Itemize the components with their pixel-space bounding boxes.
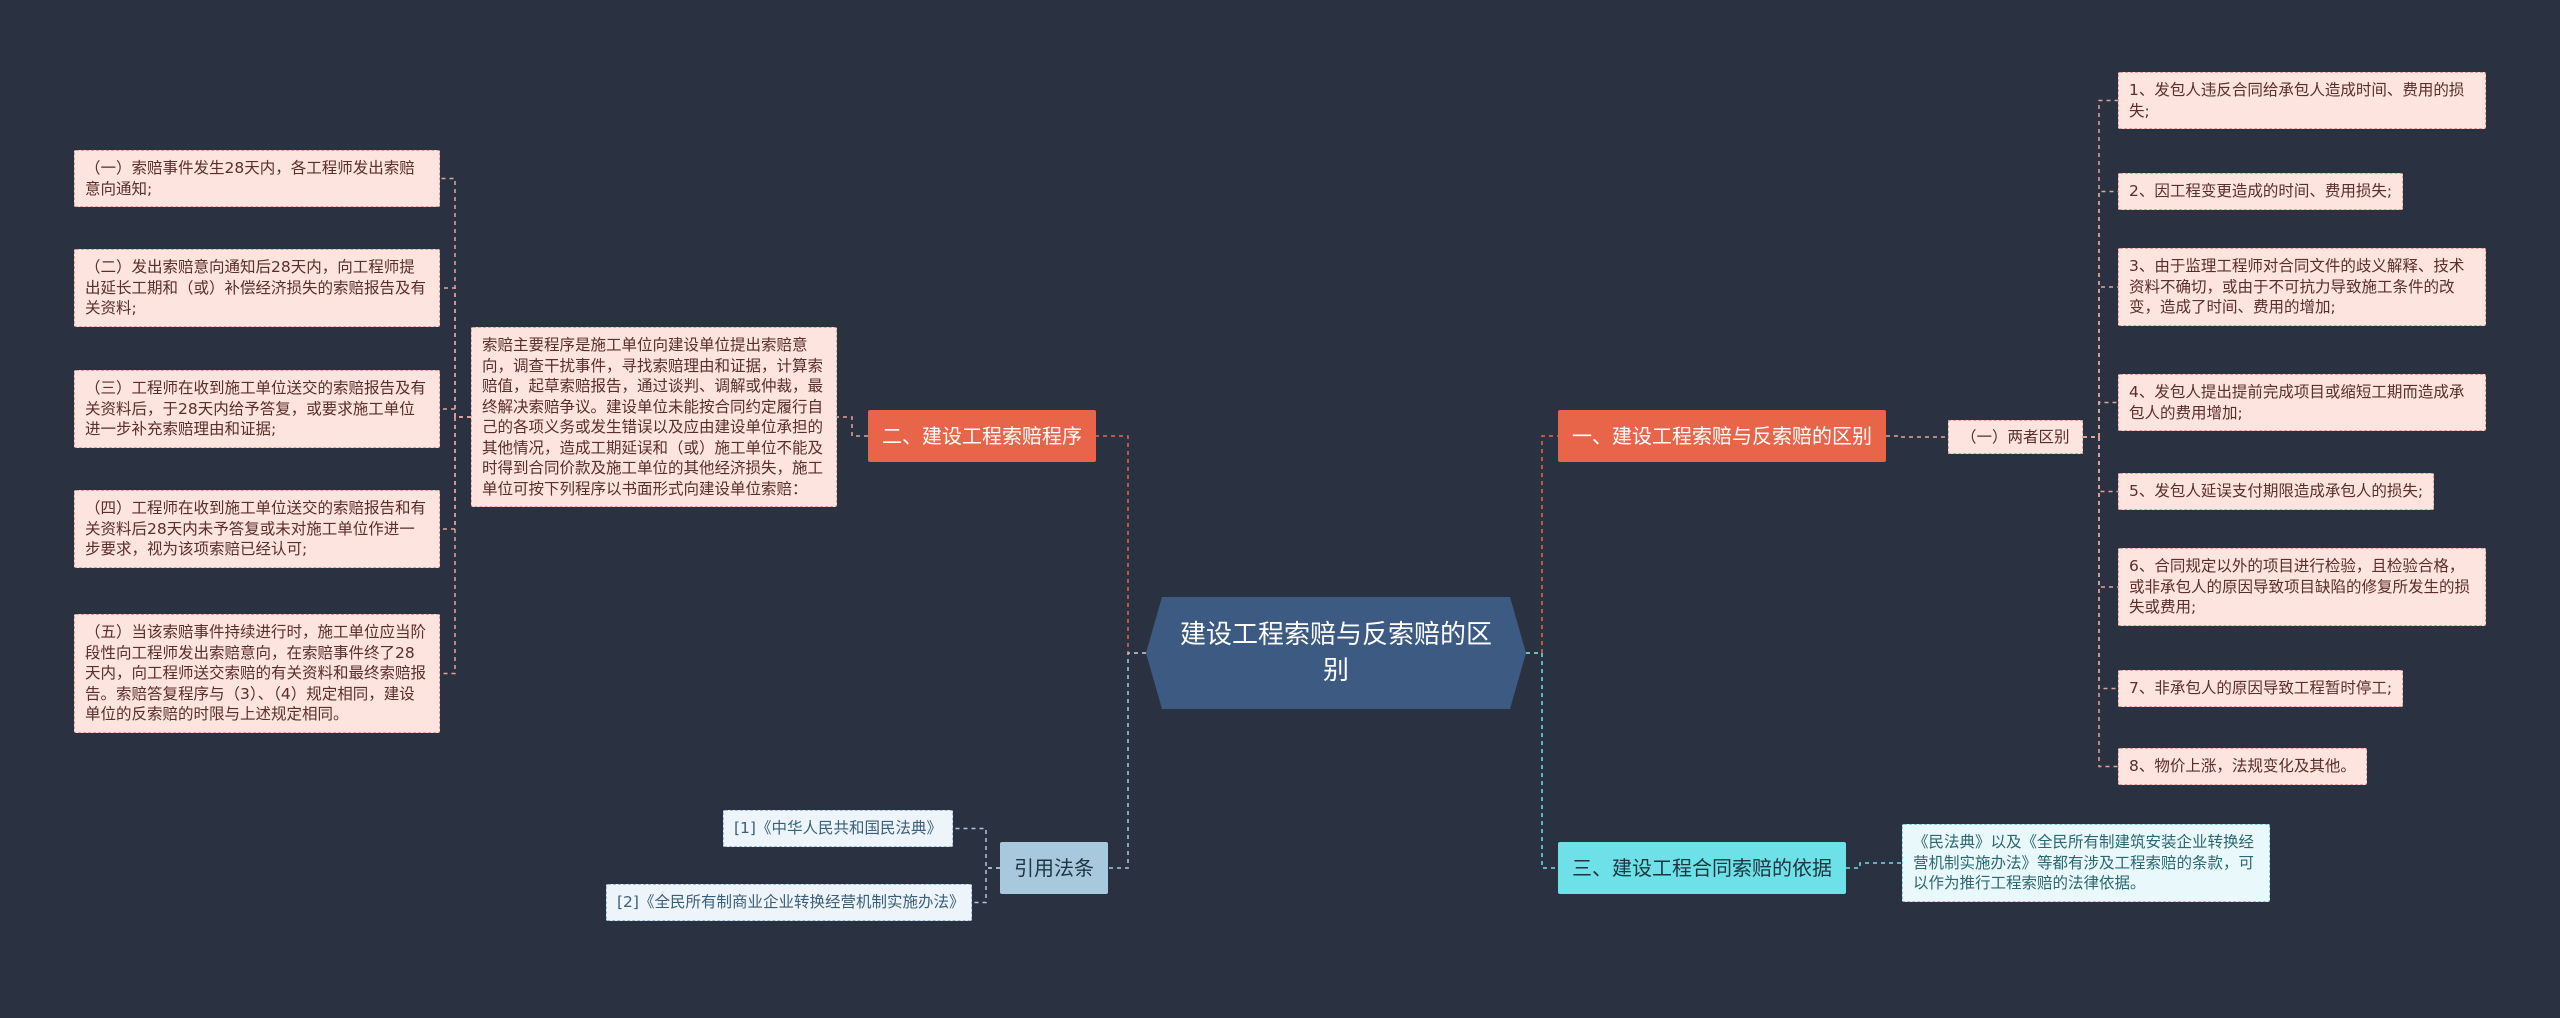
subtopic-label: （一）两者区别 bbox=[1961, 428, 2070, 446]
link-root-difference bbox=[1526, 435, 1558, 654]
root-topic[interactable]: 建设工程索赔与反索赔的区别 bbox=[1146, 597, 1526, 709]
branch-claim-basis[interactable]: 三、建设工程合同索赔的依据 bbox=[1558, 842, 1846, 894]
root-title: 建设工程索赔与反索赔的区别 bbox=[1179, 620, 1492, 686]
link-sub-item bbox=[2083, 436, 2118, 690]
link-citation-item bbox=[953, 827, 1000, 869]
link-sub-item bbox=[2083, 436, 2118, 588]
item-text: 4、发包人提出提前完成项目或缩短工期而造成承包人的费用增加; bbox=[2129, 383, 2465, 422]
link-summary-step bbox=[440, 416, 471, 675]
item-text: 1、发包人违反合同给承包人造成时间、费用的损失; bbox=[2129, 81, 2465, 120]
link-basis-text bbox=[1846, 862, 1902, 869]
branch-label: 引用法条 bbox=[1014, 856, 1094, 880]
item-text: 3、由于监理工程师对合同文件的歧义解释、技术资料不确切，或由于不可抗力导致施工条… bbox=[2129, 257, 2465, 316]
difference-subtopic[interactable]: （一）两者区别 bbox=[1948, 420, 2083, 454]
summary-text: 索赔主要程序是施工单位向建设单位提出索赔意向，调查干扰事件，寻找索赔理由和证据，… bbox=[482, 336, 824, 498]
difference-item-8[interactable]: 8、物价上涨，法规变化及其他。 bbox=[2118, 748, 2367, 785]
link-root-basis bbox=[1526, 652, 1558, 869]
link-sub-item bbox=[2083, 436, 2118, 493]
link-sub-item bbox=[2083, 436, 2118, 768]
procedure-step-5[interactable]: （五）当该索赔事件持续进行时，施工单位应当阶段性向工程师发出索赔意向，在索赔事件… bbox=[74, 614, 440, 733]
branch-citations[interactable]: 引用法条 bbox=[1000, 842, 1108, 894]
citation-1[interactable]: [1]《中华人民共和国民法典》 bbox=[723, 810, 953, 847]
step-text: （一）索赔事件发生28天内，各工程师发出索赔意向通知; bbox=[85, 159, 415, 198]
difference-item-2[interactable]: 2、因工程变更造成的时间、费用损失; bbox=[2118, 173, 2404, 210]
step-text: （三）工程师在收到施工单位送交的索赔报告及有关资料后，于28天内给予答复，或要求… bbox=[85, 379, 427, 438]
difference-item-5[interactable]: 5、发包人延误支付期限造成承包人的损失; bbox=[2118, 473, 2435, 510]
link-procedure-summary bbox=[837, 416, 868, 437]
procedure-summary[interactable]: 索赔主要程序是施工单位向建设单位提出索赔意向，调查干扰事件，寻找索赔理由和证据，… bbox=[471, 327, 837, 507]
difference-item-3[interactable]: 3、由于监理工程师对合同文件的歧义解释、技术资料不确切，或由于不可抗力导致施工条… bbox=[2118, 248, 2486, 326]
item-text: 6、合同规定以外的项目进行检验，且检验合格，或非承包人的原因导致项目缺陷的修复所… bbox=[2129, 557, 2471, 616]
link-sub-item bbox=[2083, 286, 2118, 438]
difference-item-7[interactable]: 7、非承包人的原因导致工程暂时停工; bbox=[2118, 670, 2404, 707]
branch-label: 一、建设工程索赔与反索赔的区别 bbox=[1572, 424, 1872, 448]
branch-label: 三、建设工程合同索赔的依据 bbox=[1572, 856, 1832, 880]
step-text: （二）发出索赔意向通知后28天内，向工程师提出延长工期和（或）补偿经济损失的索赔… bbox=[85, 258, 427, 317]
link-root-citations bbox=[1108, 652, 1146, 869]
link-summary-step bbox=[440, 287, 471, 418]
item-text: 2、因工程变更造成的时间、费用损失; bbox=[2129, 182, 2393, 200]
step-text: （五）当该索赔事件持续进行时，施工单位应当阶段性向工程师发出索赔意向，在索赔事件… bbox=[85, 623, 427, 723]
branch-claim-vs-counterclaim[interactable]: 一、建设工程索赔与反索赔的区别 bbox=[1558, 410, 1886, 462]
procedure-step-2[interactable]: （二）发出索赔意向通知后28天内，向工程师提出延长工期和（或）补偿经济损失的索赔… bbox=[74, 249, 440, 327]
link-root-procedure bbox=[1096, 435, 1146, 654]
link-summary-step bbox=[440, 408, 471, 418]
link-sub-item bbox=[2083, 401, 2118, 438]
procedure-step-4[interactable]: （四）工程师在收到施工单位送交的索赔报告和有关资料后28天内未予答复或未对施工单… bbox=[74, 490, 440, 568]
procedure-step-1[interactable]: （一）索赔事件发生28天内，各工程师发出索赔意向通知; bbox=[74, 150, 440, 207]
procedure-step-3[interactable]: （三）工程师在收到施工单位送交的索赔报告及有关资料后，于28天内给予答复，或要求… bbox=[74, 370, 440, 448]
link-difference-sub bbox=[1886, 435, 1948, 438]
basis-text-content: 《民法典》以及《全民所有制建筑安装企业转换经营机制实施办法》等都有涉及工程索赔的… bbox=[1913, 833, 2255, 892]
link-sub-item bbox=[2083, 99, 2118, 438]
branch-claim-procedure[interactable]: 二、建设工程索赔程序 bbox=[868, 410, 1096, 462]
basis-text[interactable]: 《民法典》以及《全民所有制建筑安装企业转换经营机制实施办法》等都有涉及工程索赔的… bbox=[1902, 824, 2270, 902]
step-text: （四）工程师在收到施工单位送交的索赔报告和有关资料后28天内未予答复或未对施工单… bbox=[85, 499, 427, 558]
difference-item-4[interactable]: 4、发包人提出提前完成项目或缩短工期而造成承包人的费用增加; bbox=[2118, 374, 2486, 431]
branch-label: 二、建设工程索赔程序 bbox=[882, 424, 1082, 448]
link-sub-item bbox=[2083, 190, 2118, 438]
difference-item-6[interactable]: 6、合同规定以外的项目进行检验，且检验合格，或非承包人的原因导致项目缺陷的修复所… bbox=[2118, 548, 2486, 626]
link-citation-item bbox=[972, 867, 1000, 904]
difference-item-1[interactable]: 1、发包人违反合同给承包人造成时间、费用的损失; bbox=[2118, 72, 2486, 129]
item-text: 7、非承包人的原因导致工程暂时停工; bbox=[2129, 679, 2393, 697]
citation-2[interactable]: [2]《全民所有制商业企业转换经营机制实施办法》 bbox=[606, 884, 972, 921]
citation-text: [2]《全民所有制商业企业转换经营机制实施办法》 bbox=[617, 893, 965, 911]
item-text: 5、发包人延误支付期限造成承包人的损失; bbox=[2129, 482, 2424, 500]
item-text: 8、物价上涨，法规变化及其他。 bbox=[2129, 757, 2356, 775]
citation-text: [1]《中华人民共和国民法典》 bbox=[734, 819, 942, 837]
